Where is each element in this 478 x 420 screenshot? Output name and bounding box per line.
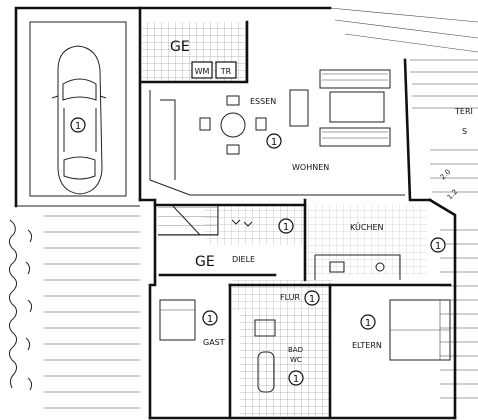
stair-mark-bottom: GE xyxy=(195,254,215,270)
car-icon xyxy=(51,45,107,195)
living-badge xyxy=(266,133,282,149)
room-label-eltern: ELTERN xyxy=(352,341,382,350)
room-label-wohnen: WOHNEN xyxy=(292,163,329,172)
terrace-dimension-2: 1.2 xyxy=(446,188,460,202)
diele-badge-text: 1 xyxy=(283,222,289,233)
master-bed-icon xyxy=(389,299,451,361)
dryer-label: TR xyxy=(220,67,232,76)
bath-badge xyxy=(288,370,304,386)
terrace-dimension-1: 2.0 xyxy=(439,168,453,182)
room-label-essen: ESSEN xyxy=(250,97,276,106)
guest-badge xyxy=(202,310,218,326)
driveway xyxy=(8,205,140,409)
garage-badge xyxy=(70,117,86,133)
washing-machine xyxy=(191,61,213,79)
kitchen: KÜCHEN 1 xyxy=(303,198,446,282)
room-label-wc: WC xyxy=(290,356,302,364)
sofa-set-icon xyxy=(289,69,391,147)
master-bedroom: ELTERN 1 xyxy=(352,299,451,361)
living-badge-text: 1 xyxy=(271,137,277,148)
room-label-gast: GAST xyxy=(203,338,225,347)
garage: 1 xyxy=(14,6,142,208)
guest-badge-text: 1 xyxy=(207,314,213,325)
room-label-flur: FLUR xyxy=(280,293,301,302)
guest-bed-icon xyxy=(159,299,196,341)
terrace-hatching xyxy=(329,7,478,399)
hedge-planting xyxy=(8,219,33,391)
kitchen-badge-text: 1 xyxy=(435,241,441,252)
utility-room: GE WM TR xyxy=(140,20,249,84)
diele: GE DIELE 1 xyxy=(153,203,307,277)
terrace-label: TERI xyxy=(454,107,473,116)
garage-badge-text: 1 xyxy=(75,121,81,132)
bathroom: BAD WC 1 xyxy=(240,283,332,420)
dryer xyxy=(215,61,237,79)
guest-room: GAST 1 xyxy=(159,283,232,420)
flur-badge-text: 1 xyxy=(309,294,315,305)
washing-machine-label: WM xyxy=(195,67,210,76)
bathtub-icon xyxy=(257,351,275,393)
master-badge xyxy=(360,314,376,330)
flur: FLUR 1 xyxy=(228,280,452,310)
sink-icon xyxy=(329,261,345,273)
bath-badge-text: 1 xyxy=(293,374,299,385)
kitchen-badge xyxy=(430,237,446,253)
master-badge-text: 1 xyxy=(365,318,371,329)
flur-badge xyxy=(304,290,320,306)
room-label-bad: BAD xyxy=(288,346,303,354)
stair-mark-top: GE xyxy=(170,39,190,55)
terrace-label-line2: S xyxy=(462,127,467,136)
room-label-diele: DIELE xyxy=(232,255,255,264)
living-dining: ESSEN WOHNEN 1 xyxy=(149,69,405,196)
dining-table-icon xyxy=(199,95,267,155)
room-label-kuechen: KÜCHEN xyxy=(350,222,384,232)
diele-badge xyxy=(278,218,294,234)
stove-icon xyxy=(375,262,385,272)
